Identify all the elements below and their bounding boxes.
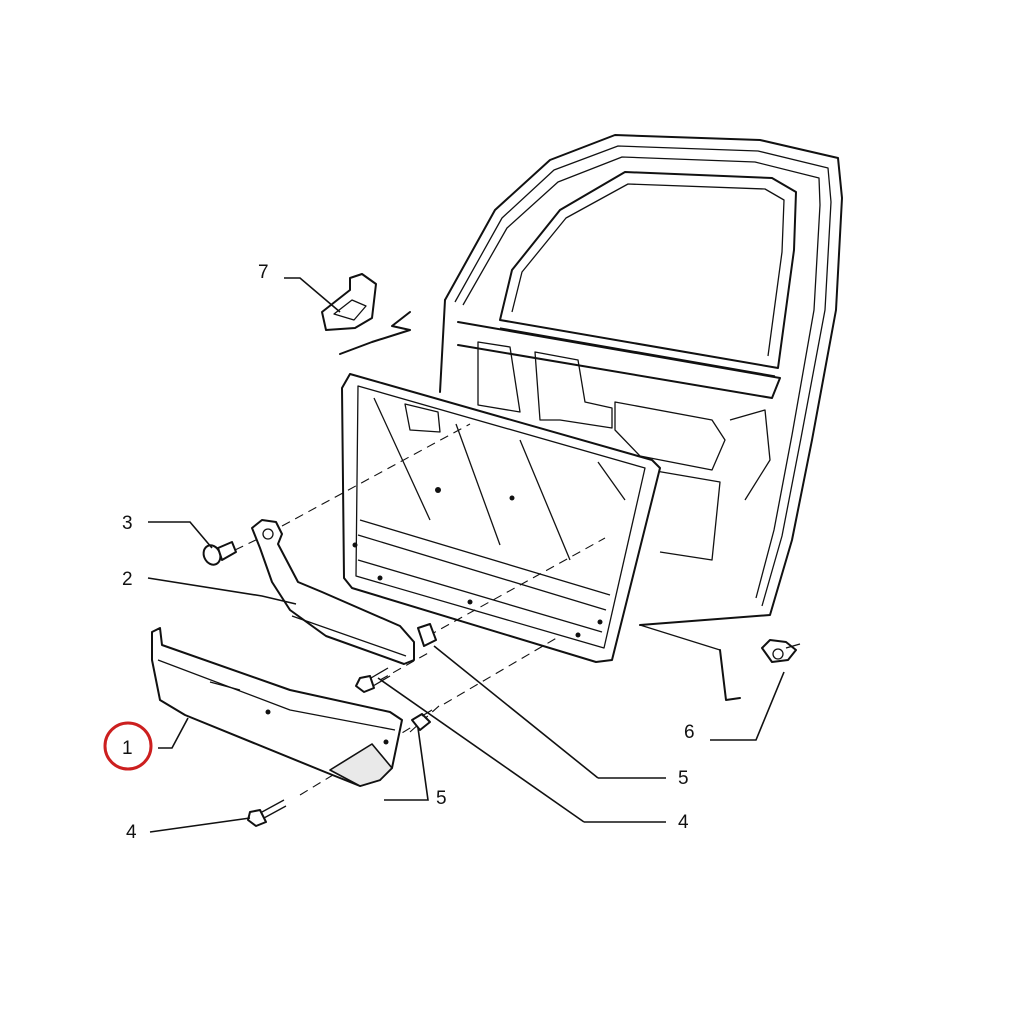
part-clip-6: [761, 639, 801, 663]
part-pin-3: [202, 541, 237, 566]
part-screw-4-upper: [355, 667, 391, 693]
callout-2: 2: [122, 569, 133, 590]
callout-4-upper: 4: [678, 812, 689, 833]
door-shell: [339, 134, 843, 701]
part-screw-4-lower: [247, 799, 287, 827]
callout-6: 6: [684, 722, 695, 743]
callout-5-lower: 5: [436, 788, 447, 809]
leader-lines: [147, 277, 785, 833]
callout-5-upper: 5: [678, 768, 689, 789]
callout-4-lower: 4: [126, 822, 137, 843]
part-lower-trim-1: [151, 627, 403, 787]
part-clip-7: [321, 273, 377, 331]
callout-7: 7: [258, 262, 269, 283]
assembly-lines: [234, 423, 606, 796]
callout-labels: 7 3 2 1 4 5 5 4 6: [103, 262, 695, 843]
callout-3: 3: [122, 513, 133, 534]
door-trim-panel: [341, 373, 661, 663]
part-nut-5-upper: [417, 623, 437, 647]
highlight-circle: [103, 721, 153, 771]
callout-1: 1: [122, 738, 133, 759]
part-armrest-2: [251, 519, 415, 665]
